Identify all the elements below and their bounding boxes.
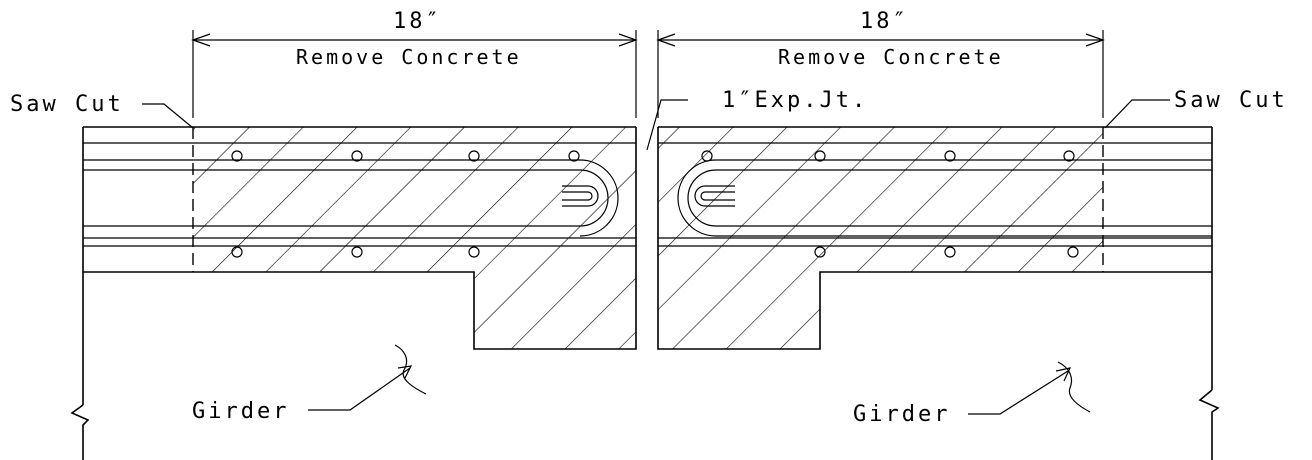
rebar-section xyxy=(568,150,580,162)
rebar-hook-left xyxy=(83,159,619,237)
expansion-joint-callout: 1″Exp.Jt. xyxy=(646,88,868,151)
girder-callout-right: Girder xyxy=(853,361,1091,427)
girder-callout-left: Girder xyxy=(192,344,427,424)
transverse-bars xyxy=(231,150,1079,258)
rebar-section xyxy=(944,150,956,162)
saw-cut-callout-left: Saw Cut xyxy=(10,92,194,129)
dimension-right: 18″ Remove Concrete xyxy=(656,9,1105,118)
saw-cut-callout-right: Saw Cut xyxy=(1104,88,1288,129)
rebar-section xyxy=(468,246,480,258)
girder-label-right: Girder xyxy=(853,402,950,427)
girder-label-left: Girder xyxy=(192,399,289,424)
saw-cut-label-left: Saw Cut xyxy=(10,92,124,117)
rebar-section xyxy=(814,246,826,258)
rebar-section xyxy=(814,150,826,162)
deck-slab-left xyxy=(70,126,637,460)
saw-cut-lines xyxy=(192,127,1104,272)
removal-zone-right xyxy=(658,127,1103,349)
dimension-left: 18″ Remove Concrete xyxy=(191,9,638,118)
remove-concrete-label-left: Remove Concrete xyxy=(296,45,522,69)
rebar-section xyxy=(351,150,363,162)
rebar-section xyxy=(231,150,243,162)
rebar-section xyxy=(701,150,713,162)
expansion-joint-label: 1″Exp.Jt. xyxy=(722,88,868,113)
rebar-section xyxy=(944,246,956,258)
rebar-section xyxy=(468,150,480,162)
remove-concrete-label-right: Remove Concrete xyxy=(778,45,1004,69)
rebar-section xyxy=(1067,246,1079,258)
dimension-label-right: 18″ xyxy=(860,9,909,34)
rebar-section xyxy=(351,246,363,258)
dimension-label-left: 18″ xyxy=(393,9,442,34)
saw-cut-label-right: Saw Cut xyxy=(1174,88,1288,113)
rebar-hook-right xyxy=(677,159,1212,237)
rebar-section xyxy=(231,246,243,258)
rebar-section xyxy=(1063,150,1075,162)
deck-slab-right xyxy=(657,126,1220,460)
